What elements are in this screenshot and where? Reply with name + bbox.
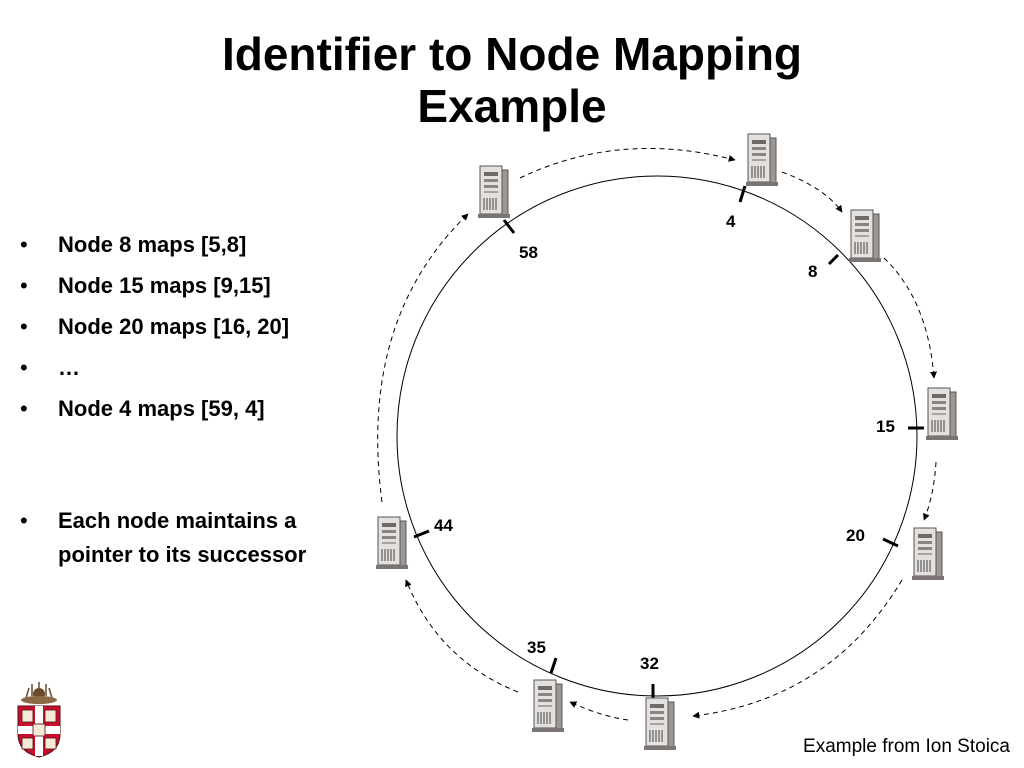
server-tower-icon — [531, 679, 565, 733]
node-label: 15 — [876, 417, 895, 436]
bullet-item: Node 20 maps [16, 20] — [20, 314, 360, 340]
node-tick — [827, 253, 840, 266]
credit-text: Example from Ion Stoica — [803, 736, 1010, 757]
node-label: 32 — [640, 654, 659, 673]
bullet-list: Node 8 maps [5,8] Node 15 maps [9,15] No… — [20, 232, 360, 587]
successor-arrow — [883, 257, 938, 379]
university-shield-logo — [17, 682, 61, 758]
successor-arrow — [405, 579, 519, 693]
successor-arrow — [377, 213, 469, 503]
node-label: 44 — [434, 516, 453, 535]
node-tick — [882, 537, 899, 548]
server-tower-icon — [643, 697, 677, 751]
slide-title-line-2: Example — [417, 80, 607, 132]
server-tower-icon — [375, 516, 409, 570]
server-tower-icon — [911, 527, 945, 581]
server-tower-icon — [477, 165, 511, 219]
node-tick — [738, 185, 747, 203]
server-tower-icon — [745, 133, 779, 187]
node-tick — [502, 219, 516, 234]
successor-arrow — [923, 461, 937, 521]
bullet-item: Each node maintains a pointer to its suc… — [20, 504, 360, 572]
node-label: 4 — [726, 212, 736, 231]
node-label: 58 — [519, 243, 538, 262]
successor-arrow — [781, 171, 843, 213]
slide-title: Identifier to Node Mapping Example — [0, 28, 1024, 132]
successor-arrow — [692, 579, 903, 719]
server-tower-icon — [848, 209, 882, 263]
bullet-item: … — [20, 355, 360, 381]
node-label: 35 — [527, 638, 546, 657]
bullet-item: Node 4 maps [59, 4] — [20, 396, 360, 422]
node-tick — [549, 657, 558, 674]
ring-circle — [396, 175, 918, 697]
node-label: 20 — [846, 526, 865, 545]
server-tower-icon — [925, 387, 959, 441]
successor-arrow — [569, 701, 629, 721]
node-label: 8 — [808, 262, 817, 281]
slide-title-line-1: Identifier to Node Mapping — [221, 28, 803, 80]
successor-arrow — [519, 147, 736, 179]
bullet-item: Node 15 maps [9,15] — [20, 273, 360, 299]
node-tick — [413, 529, 430, 539]
bullet-item: Node 8 maps [5,8] — [20, 232, 360, 258]
